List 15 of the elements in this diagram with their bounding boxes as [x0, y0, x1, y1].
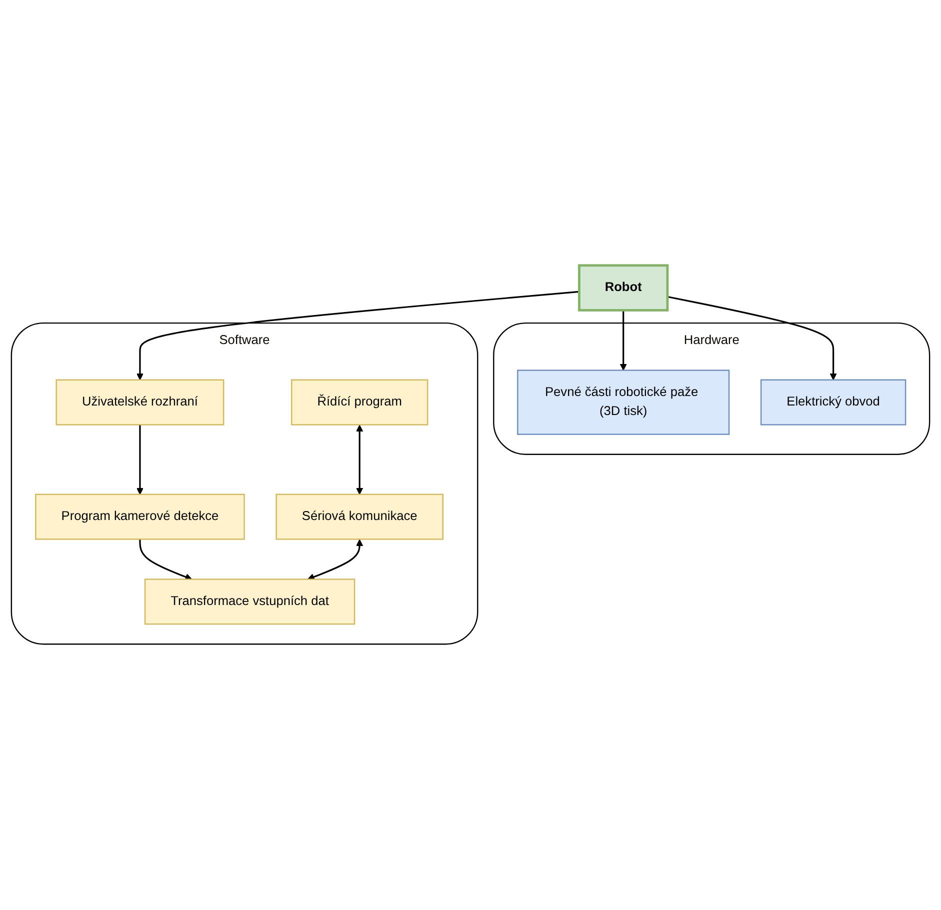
arrow — [356, 424, 364, 495]
arrow — [136, 291, 580, 380]
node-box: Program kamerové detekce — [35, 494, 245, 540]
node-box: Uživatelské rozhraní — [56, 380, 224, 426]
node-box: Sériová komunikace — [276, 494, 444, 540]
arrow — [620, 310, 627, 371]
arrow — [139, 539, 192, 580]
node-box: Transformace vstupních dat — [144, 578, 356, 625]
arrow — [307, 539, 364, 580]
node-box: Řídící program — [291, 380, 428, 426]
arrow — [667, 296, 837, 380]
node-box: Pevné části robotické paže (3D tisk) — [517, 370, 730, 436]
node-box: Robot — [578, 264, 669, 312]
node-box: Elektrický obvod — [760, 380, 906, 426]
arrow — [136, 424, 144, 495]
